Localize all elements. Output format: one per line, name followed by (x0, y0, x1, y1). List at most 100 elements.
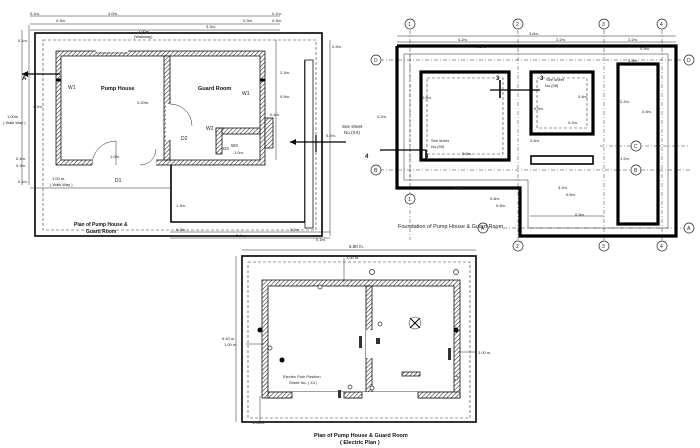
section-mark-4a: 4 (365, 154, 369, 160)
window-label-w2: W2 (206, 126, 214, 132)
foundation-plan (380, 30, 690, 240)
dim-label: 0.2m. (568, 120, 578, 125)
electric-site-boundary (241, 255, 477, 423)
pump-plan-title: Plan of Pump House & (74, 222, 128, 228)
tie-beam (530, 155, 594, 165)
dim-label: 2.2m. (620, 99, 630, 104)
switch-icon (369, 385, 375, 391)
extension-footing (616, 62, 660, 226)
pump-plan-subtitle: Guard Room (86, 229, 117, 235)
dim-label: 0.5m. (476, 44, 486, 49)
see-sheet-number-b: No.(99) (431, 144, 445, 149)
dim-label: 0.5m. (496, 203, 506, 208)
dim-label: 5.2m. (236, 233, 246, 238)
grid-bubble-top-4: 4 (660, 22, 663, 28)
dim-label: ( Walk Way ) (3, 120, 26, 125)
section-mark-a: A (22, 76, 27, 82)
dim-label: 2.2m. (556, 37, 566, 42)
window-label-w1-left: W1 (68, 85, 76, 91)
outdoor-light-icon (453, 269, 459, 275)
switch-board-icon (376, 338, 380, 344)
see-sheet-label-a: See sheet (546, 77, 565, 82)
electric-dim-right-inner: 1.00 m. (478, 350, 491, 355)
section-mark-4b: 4 (425, 154, 429, 160)
light-point-icon (257, 327, 263, 333)
grid-bubble-a-right: A (687, 226, 691, 232)
section-mark-3a: 3 (496, 76, 500, 82)
dim-label: 0.1m. (18, 179, 28, 184)
dim-label: 2.3m. (280, 70, 290, 75)
electric-pole-sheet: Sheet No. ( 44 ) (289, 380, 318, 385)
window-label-w1-right: W1 (242, 91, 250, 97)
electric-plan-title: Plan of Pump House & Guard Room (314, 433, 408, 439)
dim-label: 2.2m. (628, 37, 638, 42)
door-swing-d2 (169, 103, 193, 127)
door-label-d2: D2 (181, 136, 188, 142)
dim-label: 3.2m. (558, 185, 568, 190)
dim-label: 0.3m. (56, 18, 66, 23)
dim-label: 4.4m. (454, 185, 464, 190)
grid-bubble-a-left: A (481, 226, 485, 232)
dim-label: 0.5m. (530, 138, 540, 143)
toilet-wall (215, 127, 261, 135)
dim-label: 1.2m. (620, 156, 630, 161)
dim-label: 0.3m. (16, 163, 26, 168)
dim-label: 0.5m. (640, 46, 650, 51)
dim-label: 3.3m. (206, 24, 216, 29)
grid-bubble-top-2: 2 (516, 22, 519, 28)
grid-bubble-top-1: 1 (408, 22, 411, 28)
door-label-d3: D3 (223, 146, 229, 151)
switch-icon (267, 345, 273, 351)
tube-light-icon (359, 336, 362, 348)
dim-label: 0.5m. (566, 192, 576, 197)
dim-label: 0.1m. (272, 11, 282, 16)
ceiling-fan-icon (408, 316, 422, 330)
site-boundary (34, 32, 323, 237)
dim-label: 3.6m. (529, 31, 539, 36)
dim-label: 0.5m. (534, 106, 544, 111)
dim-label: 3.2m. (290, 227, 300, 232)
see-sheet-number: No.(XX) (344, 130, 361, 135)
electric-plan (235, 249, 477, 424)
section-mark-3b: 3 (540, 76, 544, 82)
dim-label: 0.3m. (272, 18, 282, 23)
pump-house-plan (21, 15, 346, 239)
electric-plan-subtitle: ( Electric Plan ) (340, 440, 380, 446)
grid-bubble-bottom-3: 3 (602, 244, 605, 250)
door-swing-d1 (91, 140, 117, 166)
dim-label: 1.00m. (138, 29, 150, 34)
pump-house-pad (419, 70, 511, 162)
electric-dim-left-inner: 1.00 m. (224, 342, 237, 347)
electric-dim-top-inner: 1.00 m. (346, 255, 359, 260)
dim-label: 5.2m. (326, 133, 336, 138)
dim-label: 0.3m. (332, 44, 342, 49)
room-label-guard-room: Guard Room (198, 86, 231, 92)
dim-label: ( Walk Way ) (50, 182, 73, 187)
dim-label: (Walkway) (134, 34, 153, 39)
foundation-plan-title: Foundation of Pump House & Guard Room (398, 224, 504, 230)
dim-label: 0.6m. (462, 151, 472, 156)
grid-bubble-right-d: D (687, 58, 691, 64)
dim-label: 4.2m. (377, 114, 387, 119)
dim-label: 4.2m. (33, 104, 43, 109)
room-label-pump-house: Pump House (101, 86, 135, 92)
window-label-w3: W3 (231, 143, 238, 148)
grid-bubble-bottom-4: 4 (660, 244, 663, 250)
grid-bubble-left-d: D (374, 58, 378, 64)
dim-label: 0.3m. (243, 18, 253, 23)
dim-label: 0.1m. (30, 11, 40, 16)
dim-label: 0.1m. (316, 237, 326, 242)
dim-label: 1.00m. (7, 114, 19, 119)
grid-bubble-bottom-2: 2 (516, 244, 519, 250)
door-label-d1: D1 (115, 178, 122, 184)
grid-bubble-left-b: B (374, 168, 378, 174)
see-sheet-number-a: No.(98) (545, 83, 559, 88)
grid-bubble-top-3: 3 (602, 22, 605, 28)
dim-label: 0.5m. (575, 212, 585, 217)
grid-bubble-right-c: C (634, 144, 638, 150)
switch-icon (453, 375, 459, 381)
see-sheet-label: See sheet (342, 124, 363, 129)
dim-label: 1.0m. (234, 150, 244, 155)
grid-bubbles: 1 2 3 4 1 2 3 4 D B D C B A A (370, 18, 695, 252)
